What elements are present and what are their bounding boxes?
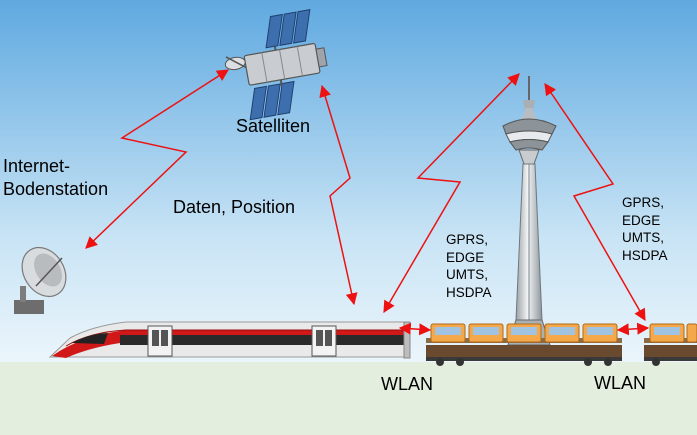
- car-carrier-wagon-icon: [426, 323, 697, 366]
- satellite-dish-icon: [14, 246, 67, 314]
- label-right-protocol: EDGE: [622, 212, 661, 228]
- label-tower-protocol: GPRS,: [446, 232, 489, 247]
- label-tower-protocols: GPRS, EDGE UMTS, HSDPA: [446, 231, 492, 301]
- label-right-protocol: UMTS,: [622, 230, 664, 245]
- link-tower-train: [383, 73, 520, 314]
- link-wlan-left: [398, 322, 432, 336]
- label-data-position: Daten, Position: [173, 197, 296, 217]
- label-tower-protocol: UMTS,: [446, 267, 488, 282]
- label-right-protocol: HSDPA: [622, 247, 668, 263]
- link-tower-wagon: [544, 83, 646, 322]
- label-ground-station: Internet- Bodenstation: [3, 155, 108, 201]
- label-tower-protocol: EDGE: [446, 249, 485, 265]
- satellite-icon: [224, 9, 328, 121]
- link-wlan-right: [616, 322, 650, 336]
- ground: [0, 362, 697, 435]
- link-satellite-ground: [85, 69, 230, 249]
- label-right-protocol: GPRS,: [622, 195, 665, 210]
- train-icon: [48, 321, 411, 359]
- label-wlan-left: WLAN: [381, 374, 434, 394]
- label-satellite: Satelliten: [236, 116, 311, 136]
- link-satellite-train: [319, 84, 358, 306]
- label-ground-station-line: Bodenstation: [3, 179, 109, 199]
- label-ground-station-line: Internet-: [3, 156, 71, 176]
- label-tower-protocol: HSDPA: [446, 284, 492, 300]
- label-wlan-right: WLAN: [594, 373, 647, 393]
- label-right-protocols: GPRS, EDGE UMTS, HSDPA: [622, 194, 668, 264]
